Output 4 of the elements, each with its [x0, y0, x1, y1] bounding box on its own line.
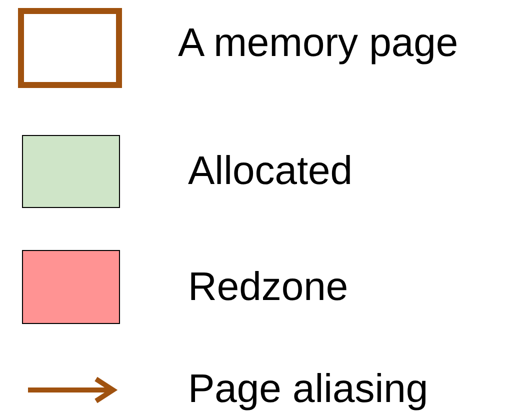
- legend-label: Redzone: [188, 264, 348, 310]
- legend-label: Allocated: [188, 148, 353, 194]
- legend-label: A memory page: [178, 20, 458, 66]
- legend-label: Page aliasing: [188, 366, 428, 412]
